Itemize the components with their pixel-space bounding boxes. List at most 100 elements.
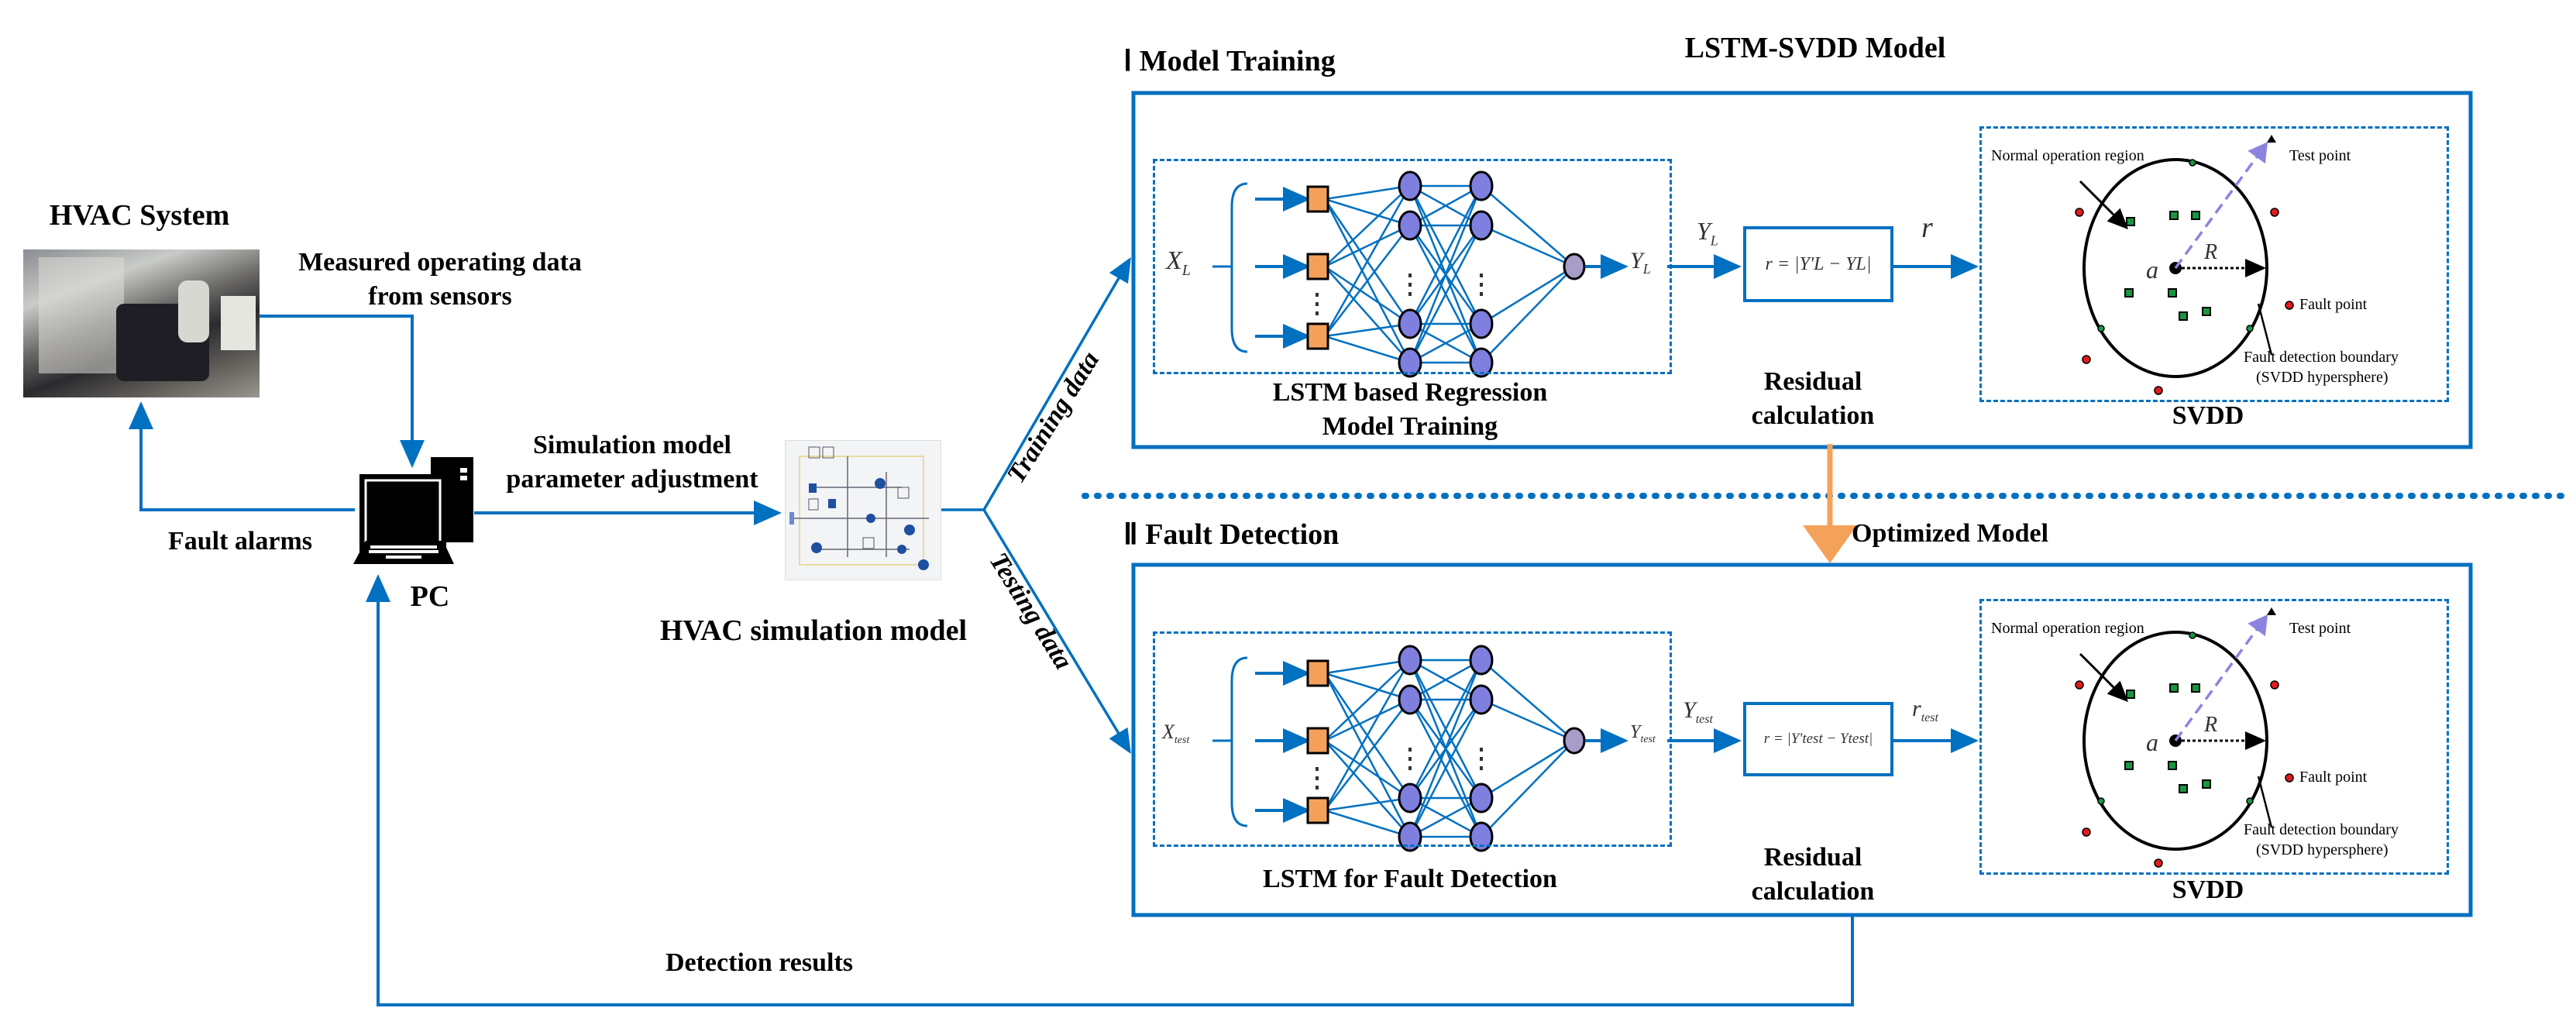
fault-point	[2075, 680, 2084, 690]
section-1-title: Ⅰ Model Training	[1123, 45, 1336, 77]
section-2-title: Ⅱ Fault Detection	[1123, 518, 1340, 551]
hidden-node	[1469, 347, 1494, 378]
svdd-center-label-detection: a	[2146, 728, 2158, 756]
normal-region-pointer	[2079, 652, 2129, 703]
normal-point	[2179, 311, 2188, 321]
residual-caption-training-2: calculation	[1751, 401, 1875, 430]
lstm-network-detection	[1212, 645, 1979, 852]
svdd-box-training	[1979, 126, 2449, 402]
hidden-node	[1398, 170, 1422, 201]
detection-panel	[1131, 562, 2473, 917]
ellipsis-dot	[1480, 748, 1483, 752]
ellipsis-dot	[1480, 766, 1483, 770]
input-node	[1306, 185, 1329, 213]
svdd-boundary-label-detection-2: (SVDD hypersphere)	[2256, 841, 2389, 858]
normal-point	[2179, 784, 2188, 793]
svdd-radius-label-detection: R	[2204, 713, 2218, 737]
network-edge	[1408, 659, 1483, 799]
residual-caption-detection-2: calculation	[1751, 877, 1875, 906]
pc-icon[interactable]	[353, 457, 477, 569]
svdd-hypersphere	[2082, 158, 2268, 378]
ellipsis-dot	[1408, 292, 1412, 296]
network-edge	[1324, 185, 1411, 267]
network-edge	[1324, 699, 1411, 811]
lstm-caption-detection: LSTM for Fault Detection	[1263, 865, 1557, 893]
fault-point	[2082, 355, 2091, 364]
ellipsis-dot	[1480, 283, 1483, 287]
detection-results-connector	[366, 574, 1854, 1006]
network-edge	[1324, 739, 1411, 800]
computer-icon	[353, 457, 473, 564]
training-y-between: YL	[1697, 217, 1718, 249]
network-edge	[1324, 184, 1411, 201]
network-edge	[1324, 198, 1411, 227]
residual-formula-box-detection: r = |Y'test − Ytest|	[1743, 702, 1893, 776]
simulation-schematic-icon	[789, 446, 929, 570]
network-edge	[1481, 659, 1575, 741]
hidden-node	[1398, 821, 1422, 852]
pc-label: PC	[410, 580, 450, 613]
test-point-marker	[2267, 607, 2276, 615]
hvac-system-title: HVAC System	[49, 199, 230, 232]
ellipsis-dot	[1408, 766, 1412, 770]
network-edge	[1324, 322, 1411, 338]
hidden-node	[1398, 210, 1422, 241]
detection-residual-output: rtest	[1912, 696, 1938, 724]
fault-point	[2154, 858, 2163, 868]
detection-output-label: Ytest	[1630, 722, 1656, 745]
output-node	[1563, 727, 1586, 755]
svdd-boundary-label-training-2: (SVDD hypersphere)	[2256, 369, 2389, 386]
support-vector	[2097, 797, 2105, 805]
svdd-center-label-training: a	[2146, 256, 2158, 284]
support-vector	[2189, 631, 2196, 639]
measured-data-connector	[260, 315, 425, 468]
network-edge	[1481, 698, 1575, 742]
hidden-node	[1398, 347, 1422, 378]
hidden-node	[1469, 783, 1494, 814]
normal-point	[2191, 683, 2200, 693]
test-vector-arrow	[2174, 142, 2268, 270]
input-node	[1306, 727, 1329, 755]
support-vector	[2246, 325, 2254, 332]
network-edge	[1408, 659, 1483, 838]
fault-point-legend	[2285, 301, 2294, 310]
normal-point	[2191, 211, 2200, 220]
normal-region-pointer	[2079, 180, 2129, 230]
support-vector	[2189, 159, 2196, 167]
svdd-boundary-label-detection-1: Fault detection boundary	[2244, 821, 2399, 838]
ellipsis-dot	[1316, 767, 1319, 771]
normal-point	[2168, 761, 2177, 770]
svdd-normal-region-label-training: Normal operation region	[1991, 147, 2144, 164]
network-edge	[1324, 265, 1411, 325]
support-vector	[2246, 797, 2254, 805]
training-panel	[1131, 91, 2473, 449]
hidden-node	[1398, 308, 1422, 339]
network-edge	[1409, 322, 1482, 364]
ellipsis-dot	[1316, 302, 1319, 306]
boundary-pointer	[2257, 303, 2273, 356]
hidden-node	[1469, 170, 1494, 201]
network-edge	[1324, 266, 1411, 363]
network-edge	[1324, 809, 1411, 838]
normal-point	[2169, 211, 2179, 220]
hvac-photo	[23, 249, 260, 397]
ellipsis-dot	[1316, 776, 1319, 780]
ellipsis-dot	[1480, 757, 1483, 761]
simulation-model-thumbnail[interactable]	[785, 440, 941, 580]
lstm-caption-training-1: LSTM based Regression	[1272, 378, 1548, 407]
network-edge	[1408, 699, 1483, 838]
normal-point	[2202, 779, 2211, 789]
svdd-test-point-label-detection: Test point	[2289, 620, 2351, 637]
network-edge	[1323, 659, 1412, 811]
network-edge	[1481, 224, 1575, 268]
lstm-box-training	[1153, 159, 1672, 374]
hidden-node	[1469, 210, 1494, 241]
ellipsis-dot	[1408, 748, 1412, 752]
ellipsis-dot	[1408, 273, 1412, 277]
training-residual-output: r	[1921, 212, 1933, 244]
output-node	[1563, 253, 1586, 280]
fault-alarm-connector	[129, 401, 355, 511]
hvac-simulation-model-label: HVAC simulation model	[659, 614, 968, 647]
fault-alarms-label: Fault alarms	[167, 527, 313, 556]
